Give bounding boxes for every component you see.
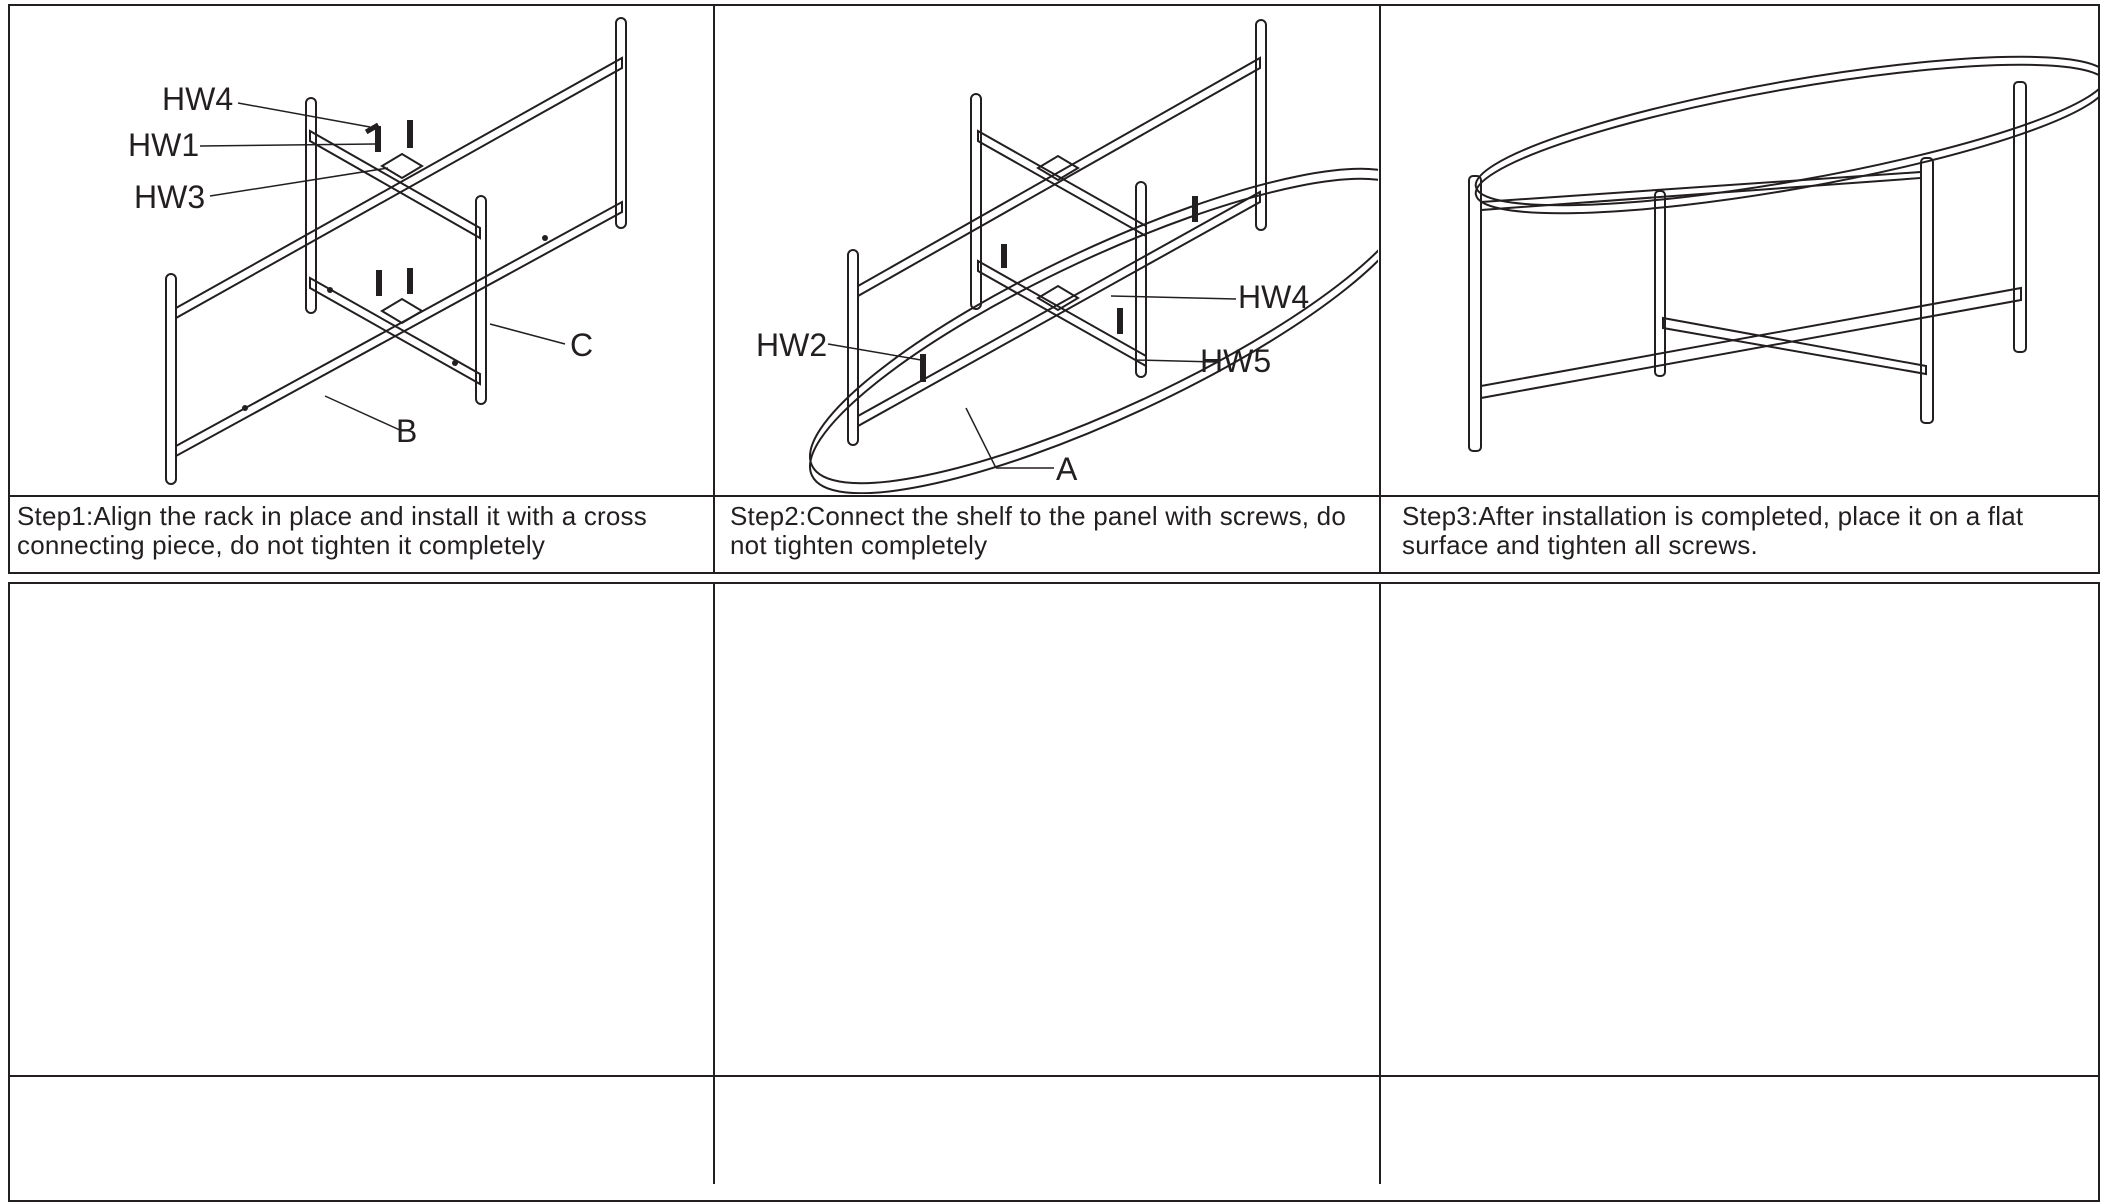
divider: [713, 4, 715, 574]
divider: [713, 582, 715, 1184]
step3-caption: Step3:After installation is completed, p…: [1402, 501, 2024, 560]
divider: [8, 1075, 2100, 1077]
label-b: B: [396, 413, 417, 449]
label-a: A: [1056, 451, 1078, 487]
label-hw2: HW2: [756, 327, 827, 363]
instruction-table-bottom: [8, 582, 2100, 1202]
step2-caption: Step2:Connect the shelf to the panel wit…: [730, 501, 1346, 560]
step2-figure: HW2 HW4 HW5 A: [756, 19, 1378, 494]
label-c: C: [570, 327, 593, 363]
label-hw5: HW5: [1200, 343, 1271, 379]
step3-figure: [1468, 55, 2098, 452]
label-hw4: HW4: [1238, 279, 1309, 315]
label-hw3: HW3: [134, 179, 205, 215]
divider: [1379, 4, 1381, 574]
step1-figure: HW4 HW1 HW3 C B: [128, 17, 627, 485]
label-hw4: HW4: [162, 81, 233, 117]
divider: [8, 495, 2100, 497]
label-hw1: HW1: [128, 127, 199, 163]
step1-caption: Step1:Align the rack in place and instal…: [17, 501, 647, 560]
instruction-table-top: [8, 4, 2100, 574]
divider: [1379, 582, 1381, 1184]
